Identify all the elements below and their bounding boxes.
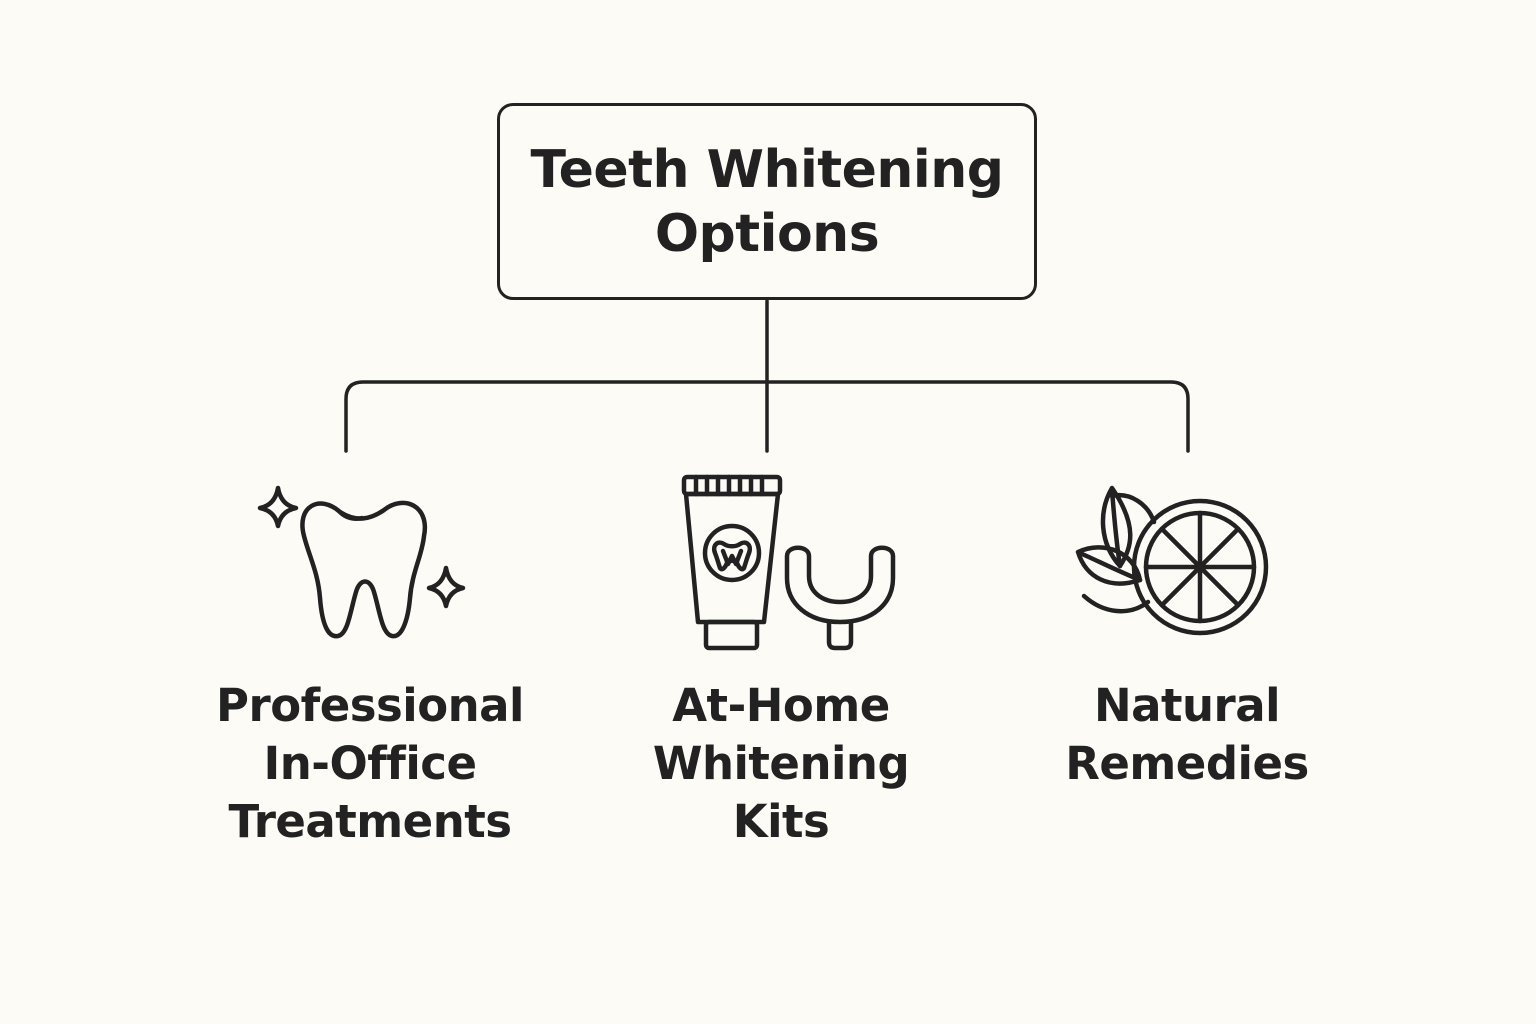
root-title-line-2: Options: [654, 203, 880, 264]
branch-label-line: At-Home: [672, 679, 890, 732]
branch-label-line: In-Office: [263, 737, 478, 790]
branch-label-line: Whitening: [652, 737, 910, 790]
branch-label-professional: Professional In-Office Treatments: [180, 677, 560, 851]
root-node-box: Teeth Whitening Options: [497, 103, 1037, 300]
branch-label-line: Professional: [216, 679, 524, 732]
branch-label-line: Kits: [732, 795, 830, 848]
branch-label-line: Treatments: [228, 795, 512, 848]
connector-horizontal-bar: [344, 380, 1190, 453]
toothpaste-tube-and-tray-icon: [681, 474, 896, 651]
sparkling-tooth-icon: [257, 485, 466, 639]
branch-label-line: Natural: [1093, 679, 1281, 732]
root-title-line-1: Teeth Whitening: [530, 139, 1005, 200]
citrus-slice-and-leaves-icon: [1075, 485, 1269, 636]
branch-label-line: Remedies: [1065, 737, 1309, 790]
branch-label-natural: Natural Remedies: [997, 677, 1377, 793]
branch-label-at-home: At-Home Whitening Kits: [591, 677, 971, 851]
